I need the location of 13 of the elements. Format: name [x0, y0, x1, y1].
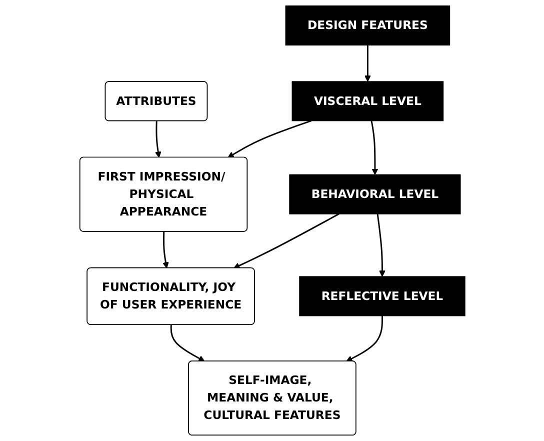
- arrow: [154, 121, 161, 158]
- node-box: VISCERAL LEVEL: [291, 81, 444, 122]
- arrow: [233, 213, 339, 269]
- arrow: [370, 120, 378, 175]
- arrow: [162, 232, 168, 268]
- arrow: [364, 45, 370, 82]
- arrow: [227, 120, 312, 158]
- arrow: [170, 324, 204, 362]
- arrow: [346, 316, 383, 362]
- node-box: DESIGN FEATURES: [284, 5, 450, 46]
- node-box: BEHAVIORAL LEVEL: [288, 174, 460, 214]
- arrow: [376, 214, 386, 277]
- node-box: REFLECTIVE LEVEL: [298, 276, 465, 316]
